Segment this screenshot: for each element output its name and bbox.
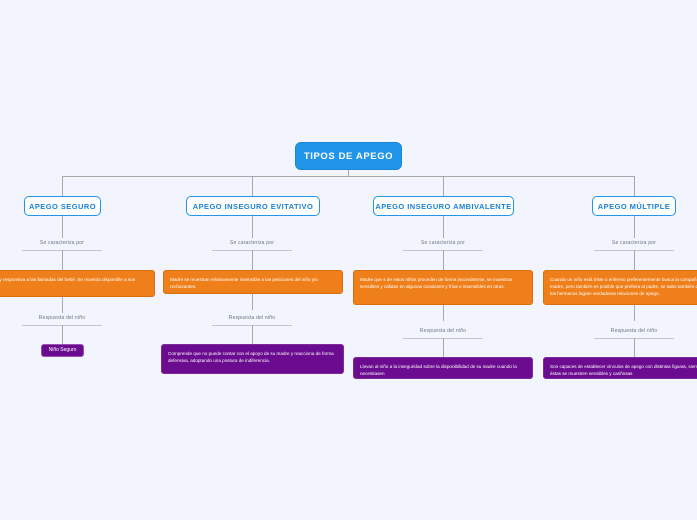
response-box-apego-inseguro-ambivalente[interactable]: Llevan al niño a la inseguridad sobre la… xyxy=(353,357,533,379)
connector-label-respuesta-del-nino-2: Respuesta del niño xyxy=(228,315,276,321)
connector-branch-4-to-label-1 xyxy=(634,216,635,238)
connector-label-se-caracteriza-por-1: Se caracteriza por xyxy=(39,240,85,246)
branch-node-label: APEGO INSEGURO AMBIVALENTE xyxy=(375,201,512,211)
connector-label-2-to-response-3 xyxy=(443,338,444,357)
connector-label-respuesta-del-nino-4: Respuesta del niño xyxy=(610,328,658,334)
connector-label-1-to-box-4 xyxy=(634,250,635,270)
connector-drop-branch-3 xyxy=(443,176,444,196)
connector-label-2-to-response-2 xyxy=(252,325,253,344)
branch-node-label: APEGO INSEGURO EVITATIVO xyxy=(192,201,314,211)
response-box-apego-inseguro-evitativo[interactable]: Comprende que no puede contar con el apo… xyxy=(161,344,344,374)
connector-label-se-caracteriza-por-2: Se caracteriza por xyxy=(229,240,275,246)
connector-drop-branch-2 xyxy=(252,176,253,196)
connector-branch-3-to-label-1 xyxy=(443,216,444,238)
characteristic-text: Madre sensible y responsiva a las llamad… xyxy=(0,277,136,282)
connector-horizontal-bus xyxy=(62,176,635,177)
characteristic-text: Madre se muestran relativamente insensib… xyxy=(170,277,318,290)
connector-drop-branch-1 xyxy=(62,176,63,196)
branch-node-apego-multiple[interactable]: APEGO MÚLTIPLE xyxy=(592,196,676,216)
characteristic-box-apego-inseguro-evitativo[interactable]: Madre se muestran relativamente insensib… xyxy=(163,270,343,294)
characteristic-text-line-2: sensibles y cálidas en algunas ocasiones… xyxy=(360,284,505,290)
connector-label-1-to-box-2 xyxy=(252,250,253,270)
connector-branch-2-to-label-1 xyxy=(252,216,253,238)
connector-branch-1-to-label-1 xyxy=(62,216,63,238)
connector-label-1-to-box-3 xyxy=(443,250,444,270)
response-text: Comprende que no puede contar con el apo… xyxy=(168,351,334,364)
connector-label-se-caracteriza-por-4: Se caracteriza por xyxy=(611,240,657,246)
connector-drop-branch-4 xyxy=(634,176,635,196)
branch-node-apego-seguro[interactable]: APEGO SEGURO xyxy=(24,196,101,216)
response-text: Niño Seguro xyxy=(48,346,77,353)
connector-box-1-to-label-2 xyxy=(62,297,63,313)
characteristic-box-apego-seguro[interactable]: Madre sensible y responsiva a las llamad… xyxy=(0,270,155,297)
connector-label-1-to-box-1 xyxy=(62,250,63,270)
root-node-tipos-de-apego[interactable]: TIPOS DE APEGO xyxy=(295,142,402,170)
response-text: Son capaces de establecer vínculos de ap… xyxy=(550,364,697,377)
characteristic-text: Cuando un niño está triste o enfermo pre… xyxy=(550,277,697,297)
characteristic-box-apego-multiple[interactable]: Cuando un niño está triste o enfermo pre… xyxy=(543,270,697,305)
connector-label-2-to-response-1 xyxy=(62,325,63,344)
root-node-label: TIPOS DE APEGO xyxy=(303,150,394,162)
response-text: Llevan al niño a la inseguridad sobre la… xyxy=(360,364,517,377)
branch-node-apego-inseguro-evitativo[interactable]: APEGO INSEGURO EVITATIVO xyxy=(186,196,320,216)
connector-box-3-to-label-2 xyxy=(443,305,444,321)
characteristic-text-line-1: Madre que s de estos niños proceden de f… xyxy=(360,277,513,282)
connector-label-respuesta-del-nino-3: Respuesta del niño xyxy=(419,328,467,334)
characteristic-box-apego-inseguro-ambivalente[interactable]: Madre que s de estos niños proceden de f… xyxy=(353,270,533,305)
branch-node-label: APEGO SEGURO xyxy=(28,201,97,211)
connector-box-4-to-label-2 xyxy=(634,305,635,321)
connector-root-trunk xyxy=(348,170,349,177)
connector-label-se-caracteriza-por-3: Se caracteriza por xyxy=(420,240,466,246)
response-box-nino-seguro[interactable]: Niño Seguro xyxy=(41,344,84,357)
connector-box-2-to-label-2 xyxy=(252,294,253,310)
connector-label-respuesta-del-nino-1: Respuesta del niño xyxy=(38,315,86,321)
connector-label-2-to-response-4 xyxy=(634,338,635,357)
branch-node-label: APEGO MÚLTIPLE xyxy=(597,201,671,211)
response-box-apego-multiple[interactable]: Son capaces de establecer vínculos de ap… xyxy=(543,357,697,379)
branch-node-apego-inseguro-ambivalente[interactable]: APEGO INSEGURO AMBIVALENTE xyxy=(373,196,514,216)
